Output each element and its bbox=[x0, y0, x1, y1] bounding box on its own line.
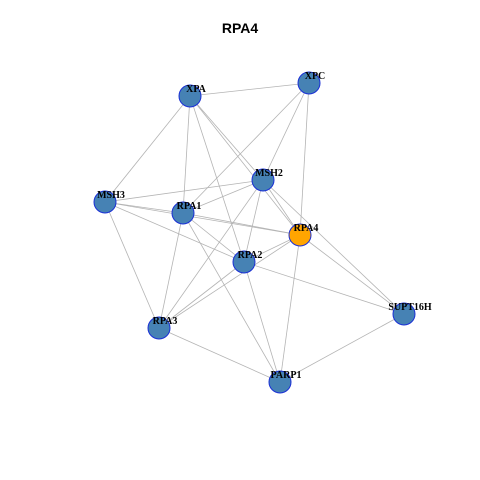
node-circle bbox=[251, 168, 275, 192]
node-msh3[interactable]: MSH3 bbox=[93, 190, 125, 214]
edge-msh3-rpa2 bbox=[104, 201, 245, 263]
node-rpa2[interactable]: RPA2 bbox=[232, 250, 263, 274]
edge-msh2-supt16h bbox=[262, 179, 405, 315]
edge-msh2-rpa2 bbox=[243, 179, 264, 263]
edge-msh2-rpa3 bbox=[158, 179, 264, 329]
edges-layer bbox=[104, 82, 405, 383]
edge-msh2-rpa1 bbox=[182, 179, 264, 214]
node-circle bbox=[392, 302, 416, 326]
node-label: RPA1 bbox=[177, 201, 202, 212]
node-supt16h[interactable]: SUPT16H bbox=[388, 302, 432, 326]
node-label: RPA2 bbox=[238, 250, 263, 261]
edge-parp1-supt16h bbox=[279, 313, 405, 383]
edge-msh3-msh2 bbox=[104, 179, 264, 203]
edge-rpa1-parp1 bbox=[182, 212, 281, 383]
node-circle bbox=[147, 316, 171, 340]
node-msh2[interactable]: MSH2 bbox=[251, 168, 283, 192]
graph-title: RPA4 bbox=[221, 20, 259, 36]
edge-msh3-rpa4 bbox=[104, 201, 301, 236]
node-label: RPA4 bbox=[294, 223, 319, 234]
node-label: MSH2 bbox=[255, 168, 283, 179]
edge-rpa1-rpa3 bbox=[158, 212, 184, 329]
node-rpa4[interactable]: RPA4 bbox=[288, 223, 319, 247]
edge-rpa4-rpa3 bbox=[158, 234, 301, 329]
edge-xpc-rpa4 bbox=[299, 82, 310, 236]
edge-rpa2-rpa3 bbox=[158, 261, 245, 329]
edge-rpa1-rpa4 bbox=[182, 212, 301, 236]
node-parp1[interactable]: PARP1 bbox=[268, 370, 302, 394]
node-label: SUPT16H bbox=[388, 302, 432, 313]
node-circle bbox=[288, 223, 312, 247]
edge-xpa-rpa1 bbox=[182, 95, 191, 214]
node-label: PARP1 bbox=[271, 370, 302, 381]
edge-xpa-rpa2 bbox=[189, 95, 245, 263]
edge-xpa-msh3 bbox=[104, 95, 191, 203]
node-xpc[interactable]: XPC bbox=[297, 71, 326, 95]
node-circle bbox=[268, 370, 292, 394]
node-label: XPA bbox=[186, 84, 207, 95]
edge-rpa4-parp1 bbox=[279, 234, 301, 383]
edge-rpa1-rpa2 bbox=[182, 212, 245, 263]
node-circle bbox=[171, 201, 195, 225]
node-label: MSH3 bbox=[97, 190, 125, 201]
edge-rpa4-supt16h bbox=[299, 234, 405, 315]
node-circle bbox=[232, 250, 256, 274]
edge-xpa-rpa4 bbox=[189, 95, 301, 236]
node-circle bbox=[93, 190, 117, 214]
node-circle bbox=[178, 84, 202, 108]
node-label: RPA3 bbox=[153, 316, 178, 327]
node-rpa1[interactable]: RPA1 bbox=[171, 201, 202, 225]
edge-rpa3-parp1 bbox=[158, 327, 281, 383]
node-rpa3[interactable]: RPA3 bbox=[147, 316, 178, 340]
edge-xpc-rpa1 bbox=[182, 82, 310, 214]
edge-rpa2-parp1 bbox=[243, 261, 281, 383]
edge-msh3-rpa3 bbox=[104, 201, 160, 329]
edge-rpa2-supt16h bbox=[243, 261, 405, 315]
edge-xpc-msh2 bbox=[262, 82, 310, 181]
node-circle bbox=[297, 71, 321, 95]
edge-xpa-msh2 bbox=[189, 95, 264, 181]
node-label: XPC bbox=[305, 71, 326, 82]
node-xpa[interactable]: XPA bbox=[178, 84, 207, 108]
edge-xpa-xpc bbox=[189, 82, 310, 97]
